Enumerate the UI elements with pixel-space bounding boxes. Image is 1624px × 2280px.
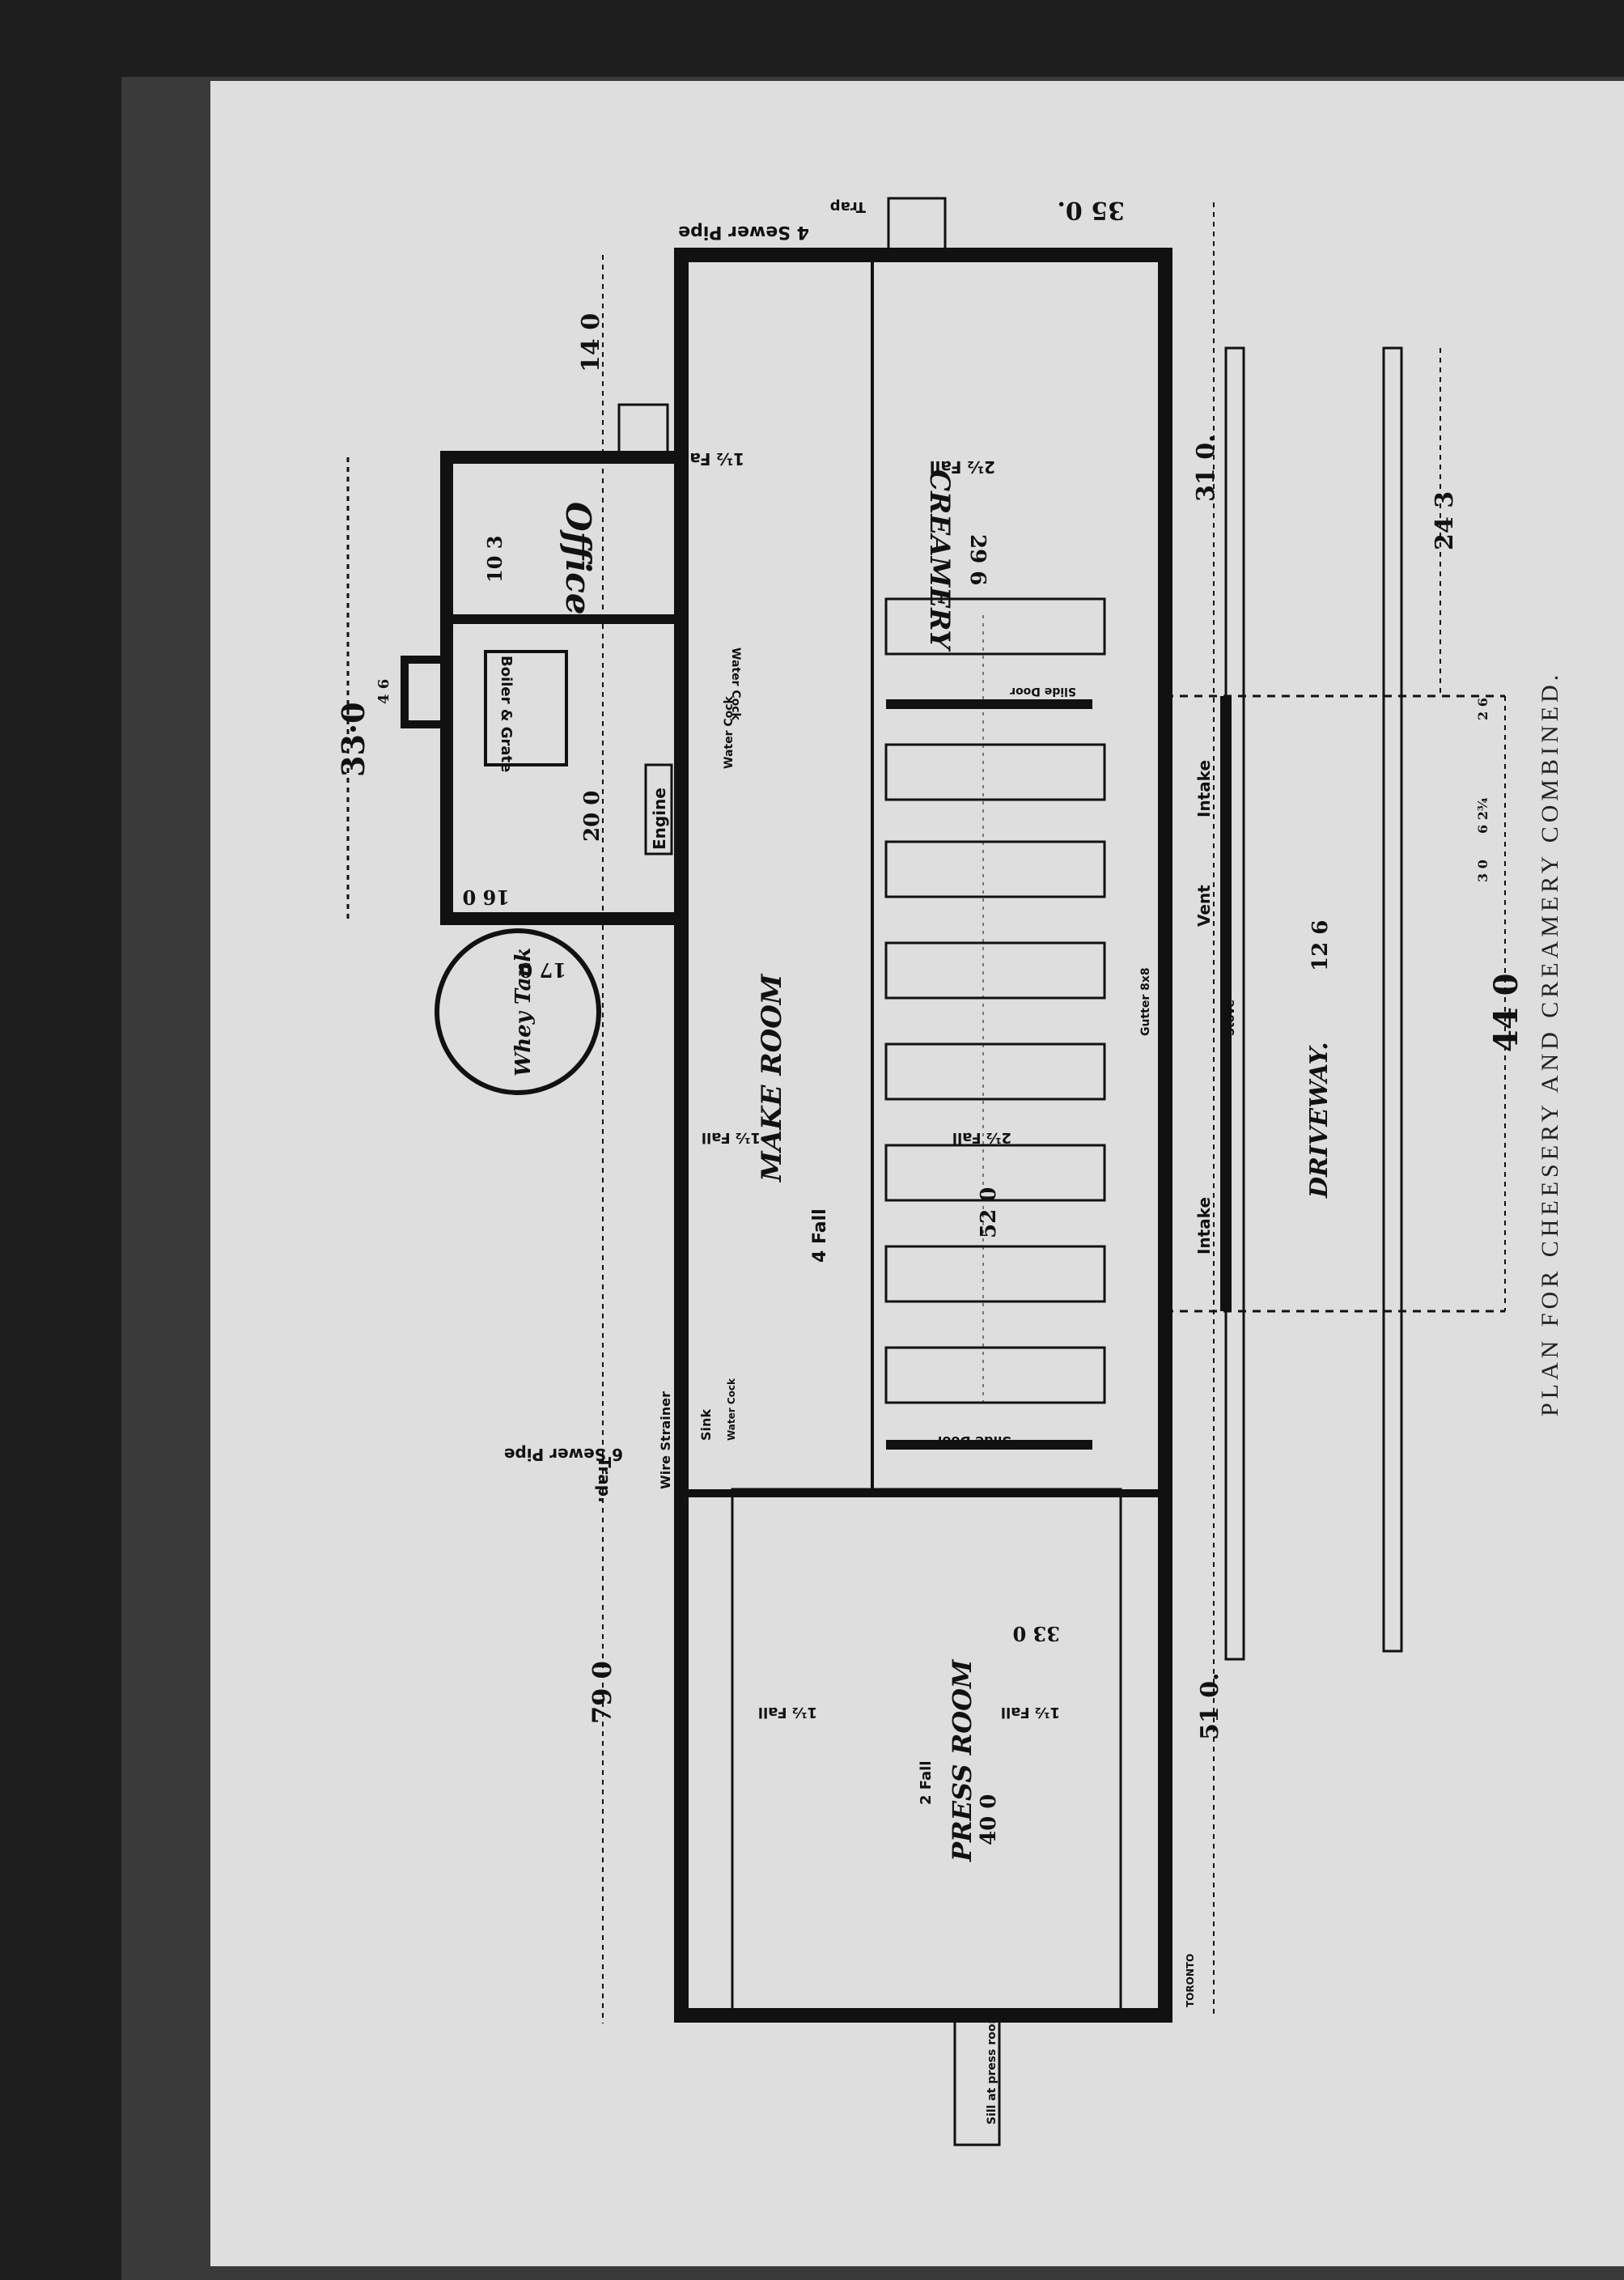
vat (884, 840, 1106, 898)
fall-5: 4 Fall (810, 1208, 830, 1263)
label-press-note: Sill at press room (986, 2012, 999, 2125)
label-boiler: Boiler & Grate (498, 656, 515, 772)
room-make: MAKE ROOM (756, 973, 788, 1182)
dim-44-label: 44 0 (1487, 974, 1525, 1052)
dim-20: 20 0 (580, 791, 604, 842)
vat (884, 941, 1106, 1000)
vat (884, 1245, 1106, 1303)
label-trap: Trap. (595, 1457, 614, 1503)
fall-2: 2½ Fall (930, 457, 995, 477)
paper (210, 81, 1624, 2266)
label-slide-door-bottom: Slide Door (935, 1433, 1011, 1449)
room-driveway: DRIVEWAY. (1305, 1042, 1334, 1199)
room-creamery: CREAMERY (923, 469, 956, 652)
room-press: PRESS ROOM (947, 1658, 977, 1862)
fall-4: 2½ Fall (952, 1129, 1011, 1146)
boiler-outline (484, 650, 568, 766)
dim-52: 52 0 (977, 1187, 1001, 1238)
dim-4-6: 4 6 (375, 679, 392, 704)
fall-6: 1½ Fall (758, 1704, 817, 1721)
label-intake-bottom: Intake (1194, 1197, 1214, 1255)
platform (1224, 346, 1245, 1661)
label-engine: Engine (650, 788, 669, 850)
room-office: Office (558, 502, 598, 615)
steps-press (953, 2014, 1001, 2146)
label-trap-top: Trap (830, 198, 866, 215)
dim-29-6: 29 6 (965, 534, 990, 585)
label-press-fall: 2 Fall (918, 1760, 935, 1805)
label-water-cock-3: Water Cock (726, 1378, 737, 1441)
label-gutter: Gutter 8x8 (1139, 967, 1152, 1036)
dim-35: 35 0. (1057, 196, 1125, 224)
label-sewer-pipe-bottom: 6 Sewer Pipe (504, 1445, 623, 1464)
dim-31: 31 0. (1192, 434, 1220, 502)
dim-51: 51 0. (1196, 1672, 1224, 1740)
dim-10-3: 10 3 (483, 536, 507, 583)
platform-far (1382, 346, 1403, 1653)
label-slide-door-top: Slide Door (1010, 685, 1076, 698)
label-stove: Stove (1224, 1000, 1237, 1036)
caption: PLAN FOR CHEESERY AND CREAMERY COMBINED. (1537, 671, 1563, 1416)
engine-outline (644, 763, 673, 856)
steps-office (617, 403, 669, 455)
fall-1: 1½ Fall (679, 449, 744, 469)
whey-tank-outline (435, 928, 601, 1095)
fall-7: 1½ Fall (1001, 1704, 1060, 1721)
vat (884, 743, 1106, 801)
dim-17: 17 0 (519, 958, 566, 982)
room-whey-tank: Whey Tank (511, 948, 536, 1076)
dim-33b: 33 0 (1013, 1622, 1060, 1645)
label-sewer-pipe-top: 4 Sewer Pipe (678, 222, 809, 242)
chimney (401, 656, 451, 728)
label-water-cock-1: Water Cock (729, 647, 742, 721)
fall-3: 1½ Fall (702, 1129, 761, 1146)
dim-33-label: 33·0 (335, 702, 371, 777)
dim-40: 40 0 (977, 1794, 1001, 1845)
label-intake-top: Intake (1194, 760, 1214, 817)
vat (884, 1346, 1106, 1404)
label-vent: Vent (1194, 885, 1214, 927)
label-foundry: TORONTO (1185, 1954, 1196, 2007)
label-wire-strainer: Wire Strainer (658, 1391, 673, 1489)
vat (884, 597, 1106, 656)
bay-dim-2: 3 0 (1475, 860, 1490, 882)
dim-79-label: 79 0 (587, 1661, 617, 1724)
label-water-cock-2: Water Cock (723, 695, 736, 769)
dim-24-3: 24 3 (1431, 491, 1459, 550)
press-inner (731, 1488, 1122, 2017)
bay-dim-end: 2 6 (1475, 698, 1490, 720)
dim-12-6: 12 6 (1308, 920, 1333, 971)
dim-16: 16 0 (463, 885, 510, 909)
bay-dim-1: 6 2¾ (1475, 797, 1490, 834)
steps-top (887, 197, 947, 257)
vat (884, 1144, 1106, 1202)
vat (884, 1042, 1106, 1101)
label-sink: Sink (698, 1409, 714, 1441)
dim-14: 14 0 (577, 313, 605, 372)
